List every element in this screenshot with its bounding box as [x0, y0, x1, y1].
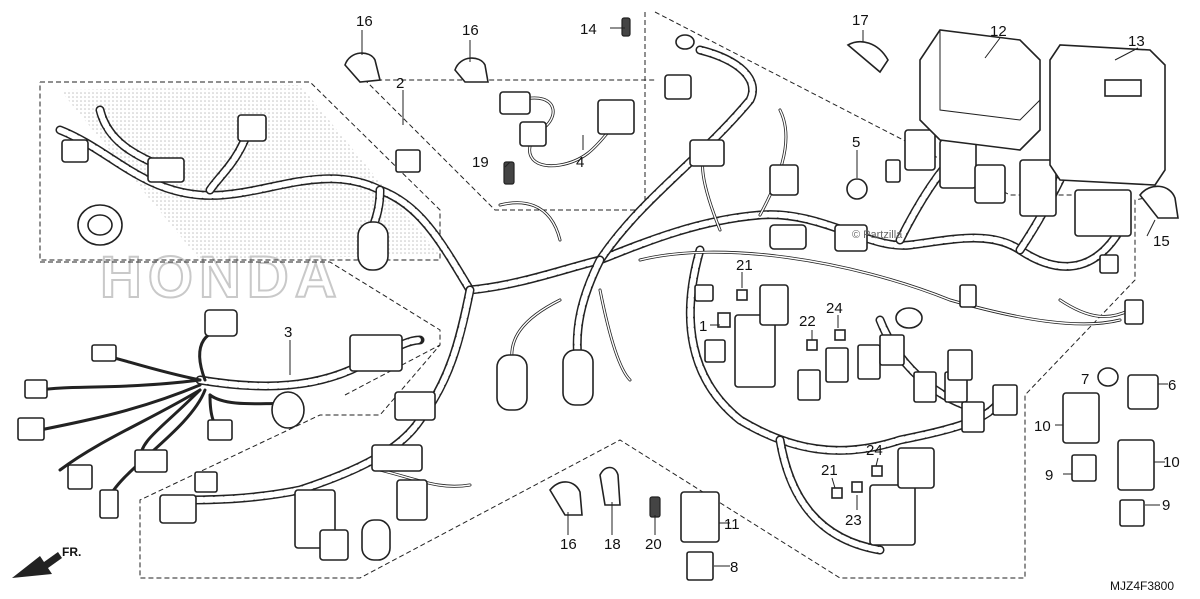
diagram-code: MJZ4F3800	[1110, 579, 1174, 593]
callout-16-bottom: 16	[560, 536, 577, 553]
front-arrow-icon	[12, 552, 62, 578]
brand-watermark: HONDA	[60, 85, 440, 311]
frame-main-harness	[40, 194, 1161, 579]
frame-sub-harness-4	[363, 12, 655, 211]
right-connectors	[689, 129, 1144, 325]
relays	[680, 178, 1159, 581]
callout-19: 19	[472, 154, 489, 171]
callout-16-top: 16	[462, 22, 479, 39]
callout-23: 23	[845, 512, 862, 529]
callout-21-upper: 21	[736, 257, 753, 274]
callout-14: 14	[580, 21, 597, 38]
callout-12: 12	[990, 23, 1007, 40]
callout-6: 6	[1168, 377, 1176, 394]
callout-2: 2	[396, 75, 404, 92]
callout-24-upper: 24	[826, 300, 843, 317]
callout-18: 18	[604, 536, 621, 553]
callout-1: 1	[699, 318, 707, 335]
ecu-13	[1049, 44, 1166, 186]
callout-13: 13	[1128, 33, 1145, 50]
condensers	[496, 349, 594, 411]
sub-harness-3	[17, 309, 436, 519]
callout-3: 3	[284, 324, 292, 341]
ecu-12	[919, 29, 1041, 151]
callout-4: 4	[576, 154, 584, 171]
sub-harness-4	[499, 74, 692, 168]
central-connectors	[694, 284, 1018, 546]
front-label: FR.	[62, 545, 81, 559]
callout-20: 20	[645, 536, 662, 553]
callout-21-lower: 21	[821, 462, 838, 479]
callout-labels: 16 16 2 14 4 19 17 12 13 5 15 3 21 1 22 …	[284, 12, 1180, 576]
clamps-bolts	[344, 17, 1179, 518]
callout-7: 7	[1081, 371, 1089, 388]
callout-16-top-left: 16	[356, 13, 373, 30]
group-frames	[39, 11, 1161, 579]
brand-mark-text: HONDA	[100, 245, 343, 310]
callout-22: 22	[799, 313, 816, 330]
frame-sub-harness-top	[39, 81, 441, 261]
callout-9-right: 9	[1162, 497, 1170, 514]
callout-8: 8	[730, 559, 738, 576]
front-direction-indicator: FR.	[12, 545, 81, 578]
partzilla-watermark: © Partzilla	[852, 229, 903, 241]
callout-9-left: 9	[1045, 467, 1053, 484]
callout-24-lower: 24	[866, 442, 883, 459]
sub-harness-2	[55, 105, 475, 295]
callout-17: 17	[852, 12, 869, 29]
frame-link	[344, 344, 441, 396]
frame-ecu-group	[654, 11, 1090, 196]
leader-lines	[289, 27, 1168, 567]
callout-5: 5	[852, 134, 860, 151]
callout-10-left: 10	[1034, 418, 1051, 435]
callout-10-right: 10	[1163, 454, 1180, 471]
lower-left-harness	[159, 444, 428, 561]
callout-11: 11	[724, 516, 740, 533]
callout-15: 15	[1153, 233, 1170, 250]
